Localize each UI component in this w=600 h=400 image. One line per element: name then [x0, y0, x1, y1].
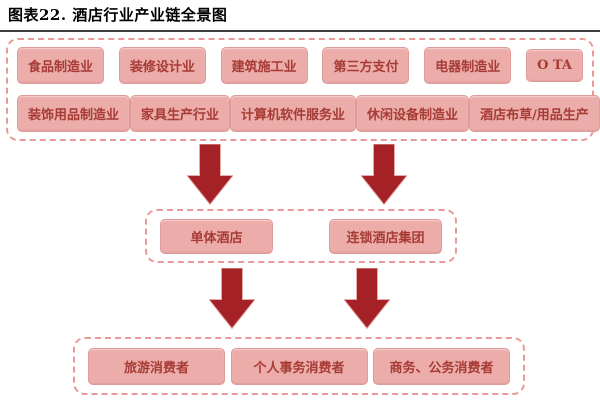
down-arrow-icon [187, 144, 233, 205]
down-arrow-icon [344, 268, 390, 329]
decoration-design-box: 装修设计业 [118, 47, 206, 84]
personal-affairs-consumers-box: 个人事务消费者 [230, 347, 368, 385]
midstream-hotels-group: 单体酒店 连锁酒店集团 [145, 209, 457, 263]
downstream-consumers-group: 旅游消费者 个人事务消费者 商务、公务消费者 [73, 337, 525, 395]
upstream-suppliers-group: 食品制造业 装修设计业 建筑施工业 第三方支付 电器制造业 O TA 装饰用品制… [6, 38, 600, 141]
food-manufacturing-box: 食品制造业 [17, 47, 105, 84]
furniture-production-box: 家具生产行业 [130, 95, 231, 132]
business-official-consumers-box: 商务、公务消费者 [373, 347, 510, 385]
title-divider [0, 30, 600, 32]
upstream-row-2: 装饰用品制造业 家具生产行业 计算机软件服务业 休闲设备制造业 酒店布草/用品生… [17, 95, 600, 132]
ota-box: O TA [526, 49, 583, 82]
leisure-equipment-manufacturing-box: 休闲设备制造业 [356, 95, 470, 132]
building-construction-box: 建筑施工业 [220, 47, 308, 84]
figure-title: 图表22. 酒店行业产业链全景图 [8, 6, 228, 24]
computer-software-services-box: 计算机软件服务业 [230, 95, 357, 132]
tourism-consumers-box: 旅游消费者 [88, 347, 225, 385]
decorative-goods-manufacturing-box: 装饰用品制造业 [17, 95, 131, 132]
appliance-manufacturing-box: 电器制造业 [424, 47, 512, 84]
down-arrow-icon [361, 144, 407, 205]
upstream-row-1: 食品制造业 装修设计业 建筑施工业 第三方支付 电器制造业 O TA [17, 47, 583, 84]
hotel-chain-group-box: 连锁酒店集团 [329, 218, 442, 254]
third-party-payment-box: 第三方支付 [322, 47, 410, 84]
independent-hotel-box: 单体酒店 [160, 218, 273, 254]
hotel-linen-supplies-box: 酒店布草/用品生产 [469, 95, 600, 132]
down-arrow-icon [209, 268, 255, 329]
